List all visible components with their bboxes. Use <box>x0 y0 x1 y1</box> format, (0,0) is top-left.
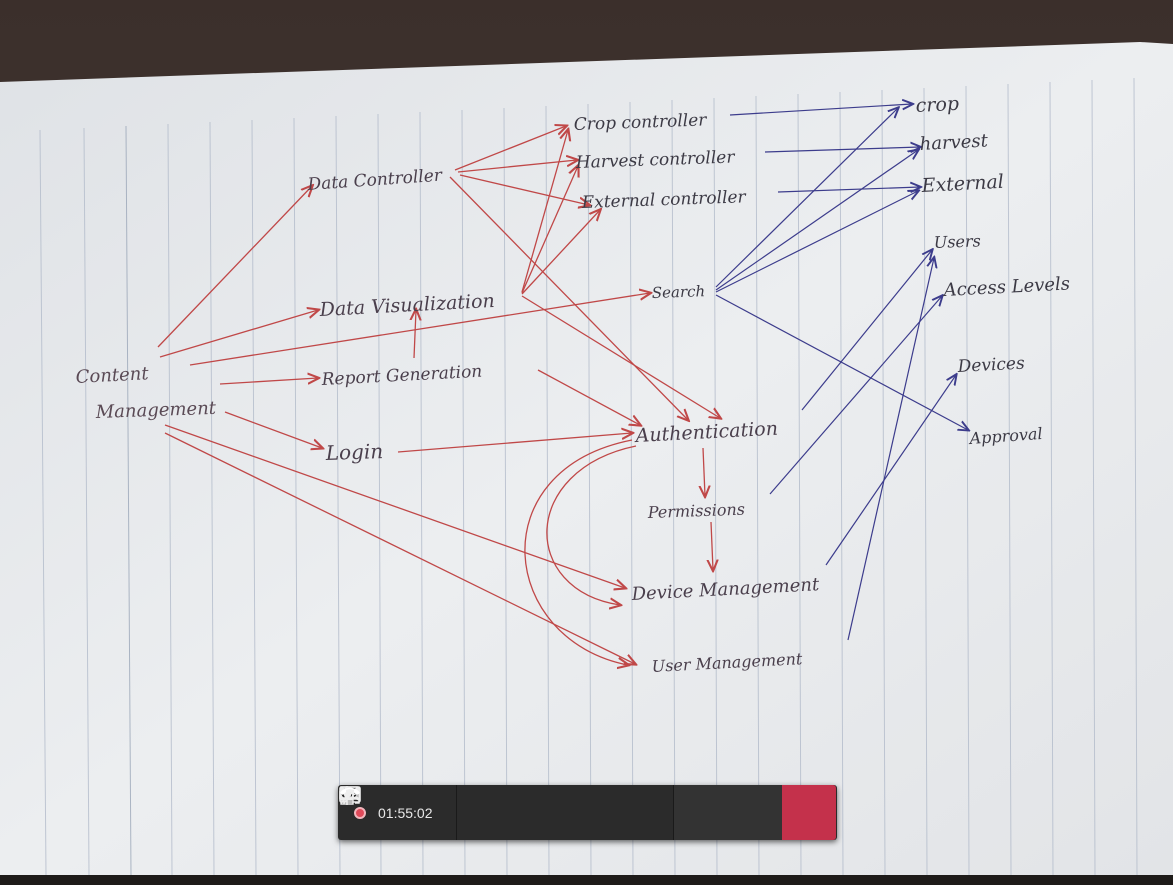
node-crop-controller: Crop controller <box>573 110 707 135</box>
chat-people-group <box>340 785 782 840</box>
toolbar-divider <box>673 785 674 840</box>
node-login: Login <box>324 439 383 465</box>
node-management: Management <box>94 398 217 423</box>
hang-up-button[interactable] <box>340 785 836 840</box>
camera-toggle-button[interactable] <box>339 785 511 840</box>
ruled-lines <box>39 77 1138 876</box>
hang-up-icon <box>340 787 360 795</box>
meeting-control-bar: 01:55:02 <box>338 785 837 840</box>
mic-toggle-button[interactable] <box>340 785 565 840</box>
call-timer: 01:55:02 <box>378 804 433 821</box>
node-crop: crop <box>915 93 959 117</box>
record-icon <box>354 806 366 819</box>
paper-sheet <box>0 42 1173 875</box>
blue-arrows <box>715 104 968 641</box>
red-arrows <box>157 126 720 665</box>
chat-button[interactable] <box>340 785 728 840</box>
node-search: Search <box>652 282 706 302</box>
participants-button[interactable] <box>340 785 782 840</box>
node-users: Users <box>933 231 981 252</box>
toolbar-divider <box>456 785 457 840</box>
node-permissions: Permissions <box>646 500 745 522</box>
window-bottom-edge <box>0 875 1173 885</box>
node-external: External <box>920 171 1004 197</box>
recording-indicator: 01:55:02 <box>338 785 456 840</box>
node-content: Content <box>75 363 150 388</box>
node-devices: Devices <box>956 353 1025 377</box>
share-screen-button[interactable] <box>339 785 619 840</box>
more-options-button[interactable] <box>339 785 673 840</box>
node-harvest: harvest <box>919 130 989 155</box>
